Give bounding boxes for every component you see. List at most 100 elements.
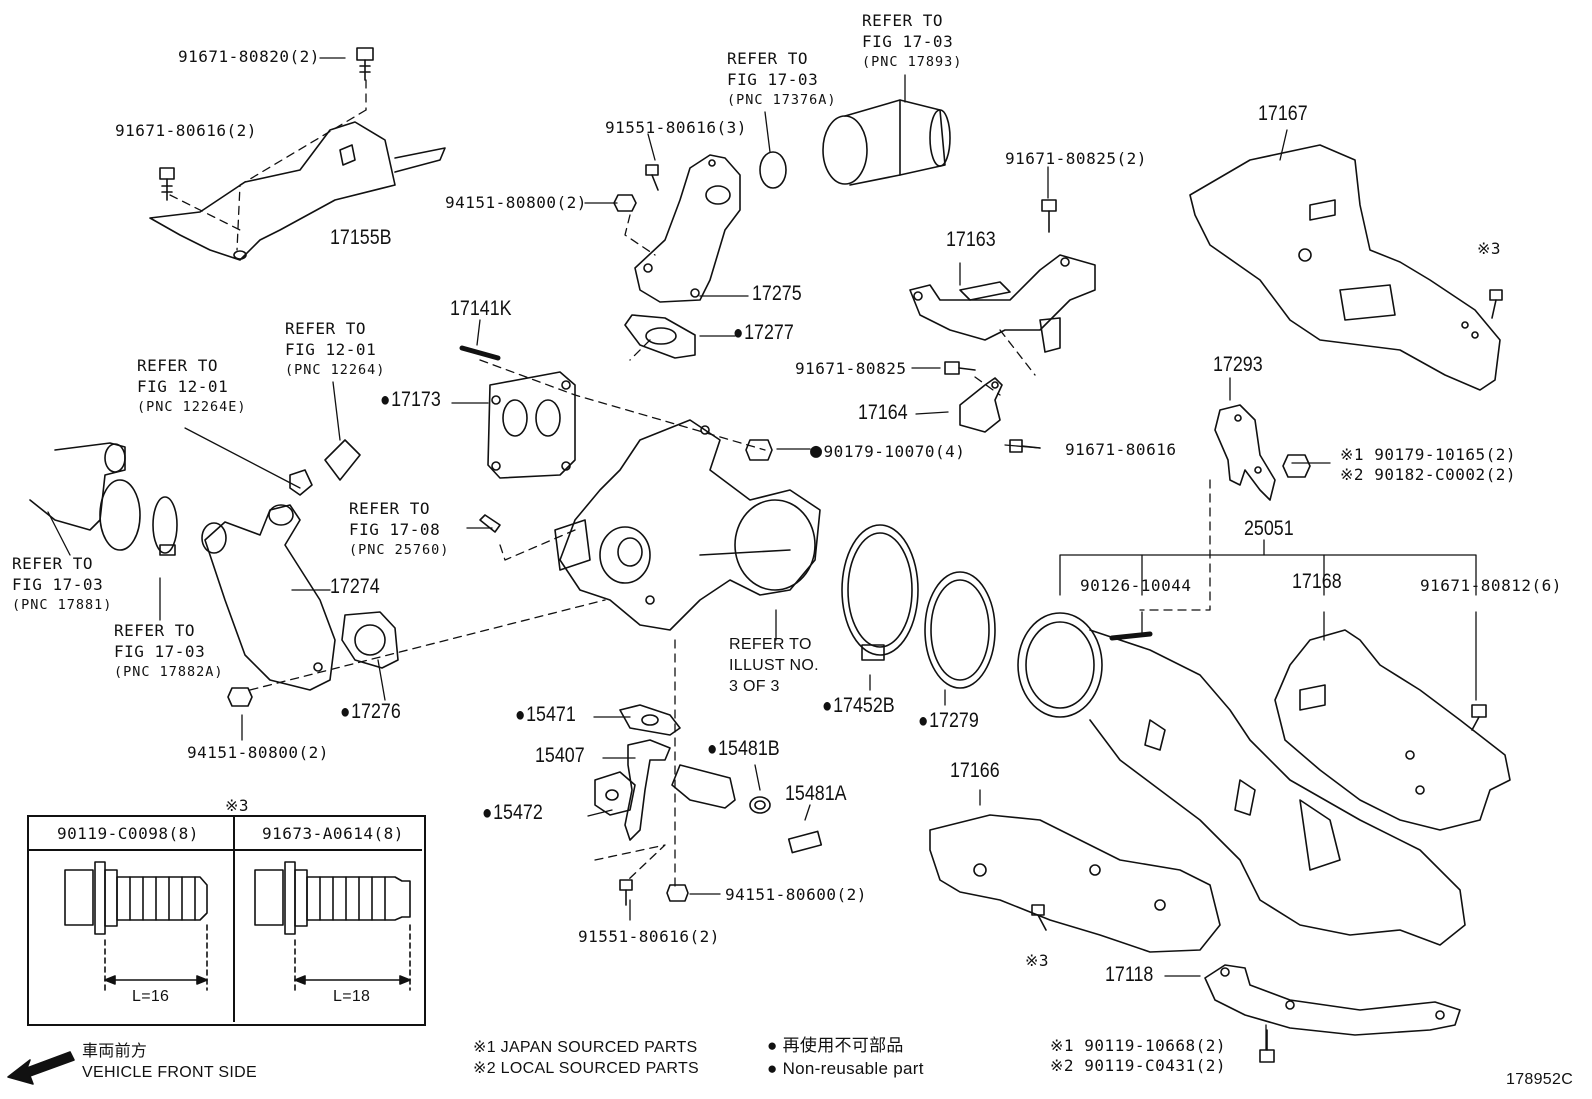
bracket-17163 (909, 254, 1096, 353)
figure-code: 178952C (1506, 1071, 1574, 1088)
label-90126-10044: 90126-10044 (1080, 576, 1192, 595)
bolt-table-divider (233, 815, 235, 1022)
label-17173: 17173 (380, 389, 441, 410)
legend-nonreusable-en: ● Non-reusable part (767, 1059, 924, 1078)
clip-12264e (289, 469, 313, 496)
label-17293: 17293 (1213, 353, 1263, 376)
label-17276: 17276 (340, 701, 401, 722)
turbocharger (554, 419, 821, 631)
gasket-15481b (749, 796, 771, 814)
bracket-17118 (1204, 964, 1461, 1036)
bolt-table-col2-length: L=18 (333, 988, 371, 1005)
bracket-17164 (959, 377, 1003, 433)
hose-17881 (29, 442, 141, 551)
label-91551-80616-3: 91551-80616(3) (605, 118, 747, 137)
bolt-91671-80820 (356, 47, 374, 81)
label-17274: 17274 (330, 575, 380, 598)
bolt-91671-80825 (944, 361, 976, 375)
label-90119-10668: ※1 90119-10668(2) (1050, 1036, 1227, 1055)
label-17452b: 17452B (822, 695, 895, 716)
ring-17376a (759, 151, 787, 189)
gasket-15472 (594, 771, 636, 816)
nut-90179-10070 (745, 439, 773, 461)
stud-17141k (459, 345, 501, 361)
label-91671-80825: 91671-80825 (795, 359, 907, 378)
insulator-17166 (929, 814, 1221, 953)
legend-local-sourced: ※2 LOCAL SOURCED PARTS (473, 1060, 699, 1077)
label-15481b: 15481B (707, 738, 780, 759)
pipe-17274 (201, 504, 336, 691)
label-90182-c0002: ※2 90182-C0002(2) (1340, 465, 1517, 484)
label-17167: 17167 (1258, 102, 1308, 125)
label-17275: 17275 (752, 282, 802, 305)
label-94151-80800-2b: 94151-80800(2) (187, 743, 329, 762)
front-label-en: VEHICLE FRONT SIDE (82, 1064, 257, 1081)
bolt-drawing-2 (254, 861, 411, 991)
label-25051: 25051 (1244, 517, 1294, 540)
label-91671-80812: 91671-80812(6) (1420, 576, 1562, 595)
label-15407: 15407 (535, 744, 585, 767)
clamp-17452b (841, 524, 919, 661)
leader-lines (47, 57, 1477, 1051)
label-17164: 17164 (858, 401, 908, 424)
bolt-table-header-rule (27, 849, 422, 851)
label-17155b: 17155B (330, 226, 392, 249)
clip-25760 (479, 514, 501, 533)
label-94151-80800-2a: 94151-80800(2) (445, 193, 587, 212)
bolt-91671-80812 (1471, 704, 1487, 731)
pipe-17275 (634, 154, 741, 303)
nut-94151-80600 (666, 884, 689, 902)
label-90119-c0431: ※2 90119-C0431(2) (1050, 1056, 1227, 1075)
gasket-17276 (341, 611, 399, 669)
front-arrow (7, 1051, 75, 1085)
label-17166: 17166 (950, 759, 1000, 782)
nut-94151-80800b (227, 687, 253, 707)
bolt-table-col2-part: 91673-A0614(8) (262, 824, 404, 843)
bolt-k3b (1031, 904, 1047, 931)
mark-k3-bottom: ※3 (1025, 951, 1050, 970)
label-17168: 17168 (1292, 570, 1342, 593)
mark-k3-top: ※3 (1477, 239, 1502, 258)
label-90179-10070: 90179-10070(4) (810, 441, 965, 461)
bolt-91671-80616a (159, 167, 175, 201)
label-94151-80600: 94151-80600(2) (725, 885, 867, 904)
label-15481a: 15481A (785, 782, 847, 805)
bolt-k3a (1489, 289, 1503, 319)
front-label-jp: 車両前方 (82, 1043, 148, 1060)
stud-90126-10044 (1109, 631, 1153, 641)
pipe-15407 (624, 739, 736, 841)
label-17118: 17118 (1105, 963, 1154, 986)
label-17141k: 17141K (450, 297, 512, 320)
label-17279: 17279 (918, 710, 979, 731)
bolt-drawing-1 (64, 861, 208, 991)
hose-12264 (324, 439, 361, 481)
gasket-17173 (487, 371, 576, 479)
gasket-17279 (924, 571, 996, 689)
label-91671-80616: 91671-80616 (1065, 440, 1177, 459)
gasket-17277 (624, 314, 696, 359)
label-15472: 15472 (482, 802, 543, 823)
nut-90179-10165 (1282, 454, 1311, 478)
clamp-17882a (152, 496, 178, 556)
insulator-17168 (1274, 629, 1511, 831)
legend-nonreusable-jp: ● 再使用不可部品 (767, 1036, 904, 1055)
bolt-table-note: ※3 (225, 796, 250, 815)
bolt-91551-80616-3 (645, 164, 659, 191)
bolt-91551-80616-2 (619, 879, 633, 906)
nut-94151-80800a (613, 194, 637, 212)
bolt-table-col1-length: L=16 (132, 988, 170, 1005)
bolt-15481a (787, 830, 823, 854)
label-91671-80825-2: 91671-80825(2) (1005, 149, 1147, 168)
bracket-17155b (149, 121, 446, 261)
converter-25051 (1017, 612, 1466, 946)
insulator-17167 (1189, 144, 1501, 391)
